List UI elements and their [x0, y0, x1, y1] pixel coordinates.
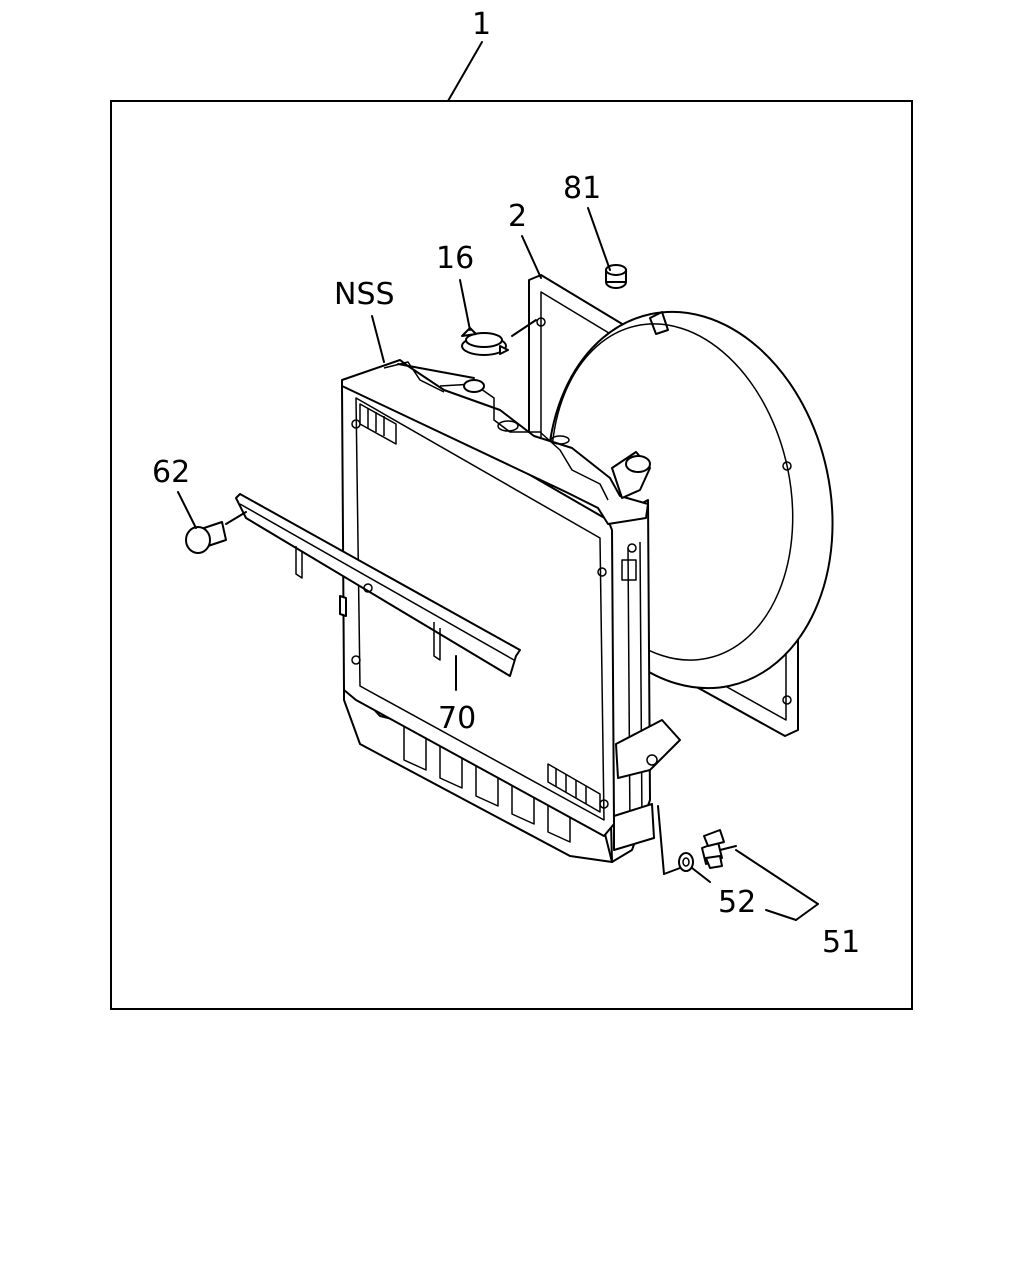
callout-1: 1 [472, 7, 491, 42]
bolt-81 [605, 264, 627, 289]
callout-51: 51 [822, 925, 860, 960]
callout-70: 70 [438, 701, 476, 736]
callout-81: 81 [563, 171, 601, 206]
assembly-frame [110, 100, 913, 1010]
callout-2: 2 [508, 199, 527, 234]
callout-nss: NSS [334, 277, 395, 312]
bracket-70 [235, 493, 521, 677]
callout-16: 16 [436, 241, 474, 276]
radiator-cap [461, 327, 509, 356]
bolt-62 [185, 521, 227, 554]
drain-plug [678, 829, 737, 872]
leader-1 [447, 41, 483, 102]
callout-52: 52 [718, 885, 756, 920]
radiator [339, 359, 681, 863]
callout-62: 62 [152, 455, 190, 490]
leader-lines [177, 207, 819, 921]
